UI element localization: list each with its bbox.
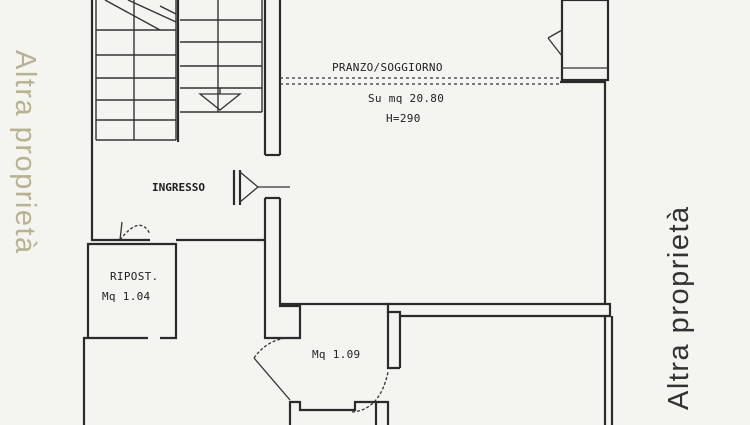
small-room-area: Mq 1.09 (312, 348, 360, 361)
living-room-label: PRANZO/SOGGIORNO (332, 61, 443, 74)
doors (119, 221, 389, 413)
storage-area: Mq 1.04 (102, 290, 151, 303)
left-side-text: Altra proprietà (9, 50, 41, 255)
storage-label: RIPOST. (110, 270, 158, 283)
living-room-area: Su mq 20.80 (368, 92, 444, 105)
entrance-door-symbol (232, 170, 290, 205)
walls (82, 0, 614, 425)
right-side-text: Altra proprietà (663, 205, 695, 410)
living-room-height: H=290 (386, 112, 421, 125)
entrance-label: INGRESSO (152, 181, 205, 194)
staircase (95, 0, 263, 142)
